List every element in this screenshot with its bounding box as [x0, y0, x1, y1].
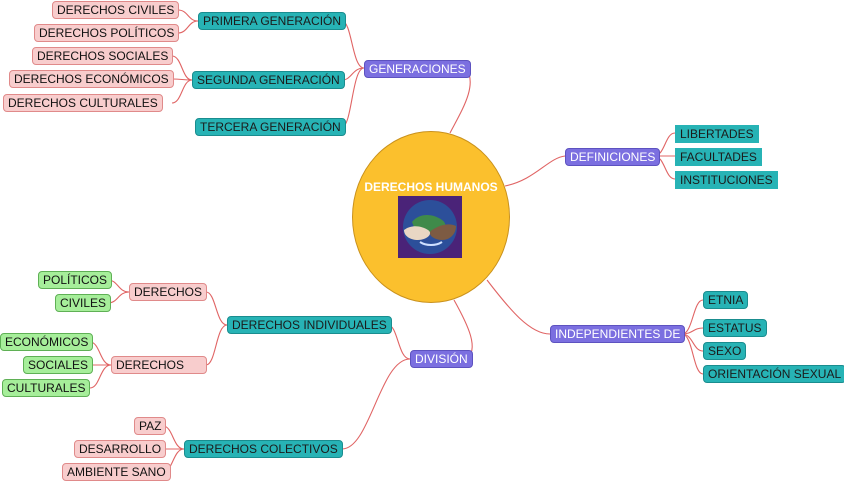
primera-generacion-node[interactable]: PRIMERA GENERACIÓN	[198, 12, 347, 30]
economicos-node[interactable]: ECONÓMICOS	[0, 333, 94, 351]
division-node[interactable]: DIVISIÓN	[410, 350, 473, 368]
independientes-de-node[interactable]: INDEPENDIENTES DE	[550, 325, 686, 343]
culturales-node[interactable]: CULTURALES	[2, 379, 91, 397]
derechos-colectivos-node[interactable]: DERECHOS COLECTIVOS	[184, 440, 343, 458]
derechos-sociales-node[interactable]: DERECHOS SOCIALES	[32, 47, 174, 65]
derechos-culturales-node[interactable]: DERECHOS CULTURALES	[3, 94, 163, 112]
definiciones-node[interactable]: DEFINICIONES	[565, 148, 661, 166]
ambiente-sano-node[interactable]: AMBIENTE SANO	[62, 463, 171, 481]
derechos-group2-node[interactable]: DERECHOS	[111, 356, 207, 374]
generaciones-node[interactable]: GENERACIONES	[364, 60, 471, 78]
instituciones-node[interactable]: INSTITUCIONES	[675, 171, 778, 189]
facultades-node[interactable]: FACULTADES	[675, 148, 762, 166]
derechos-economicos-node[interactable]: DERECHOS ECONÓMICOS	[9, 70, 174, 88]
politicos-node[interactable]: POLÍTICOS	[38, 271, 113, 289]
derechos-group1-node[interactable]: DERECHOS	[129, 283, 208, 301]
etnia-node[interactable]: ETNIA	[703, 291, 749, 309]
sociales-node[interactable]: SOCIALES	[23, 356, 94, 374]
orientacion-sexual-node[interactable]: ORIENTACIÓN SEXUAL	[703, 365, 844, 383]
segunda-generacion-node[interactable]: SEGUNDA GENERACIÓN	[192, 71, 345, 89]
hands-globe-image	[398, 196, 462, 258]
link-center-definiciones	[504, 155, 566, 187]
paz-node[interactable]: PAZ	[134, 417, 167, 435]
sexo-node[interactable]: SEXO	[703, 342, 747, 360]
libertades-node[interactable]: LIBERTADES	[675, 125, 759, 143]
derechos-civiles-node[interactable]: DERECHOS CIVILES	[52, 1, 180, 19]
estatus-node[interactable]: ESTATUS	[703, 319, 767, 337]
derechos-individuales-node[interactable]: DERECHOS INDIVIDUALES	[227, 316, 392, 334]
link-center-independientes	[486, 279, 551, 335]
tercera-generacion-node[interactable]: TERCERA GENERACIÓN	[195, 118, 346, 136]
derechos-politicos-node[interactable]: DERECHOS POLÍTICOS	[34, 24, 180, 42]
central-topic-title: DERECHOS HUMANOS	[364, 180, 498, 194]
central-topic[interactable]: DERECHOS HUMANOS	[352, 131, 510, 303]
desarrollo-node[interactable]: DESARROLLO	[74, 440, 167, 458]
civiles-node[interactable]: CIVILES	[55, 294, 112, 312]
